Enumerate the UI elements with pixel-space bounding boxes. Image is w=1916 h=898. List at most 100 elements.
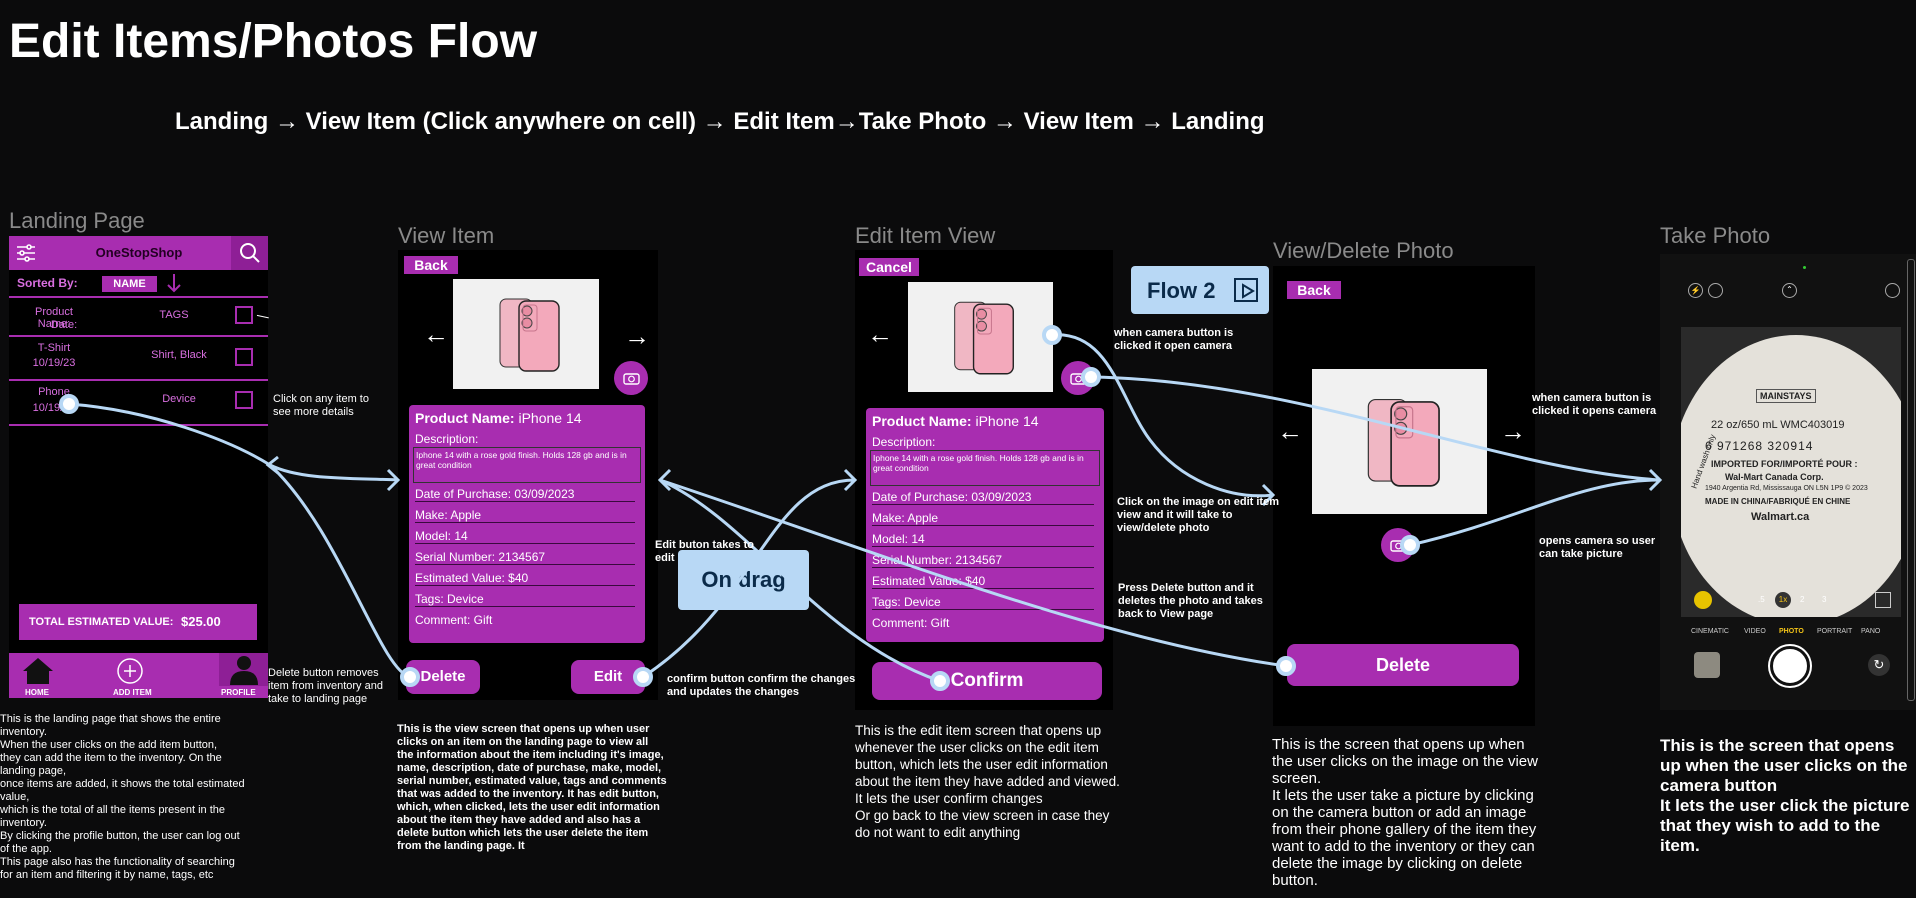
sort-select[interactable]: NAME bbox=[102, 276, 157, 292]
product-name-row[interactable]: Product Name: iPhone 14 bbox=[872, 413, 1039, 429]
landing-description: This is the landing page that shows the … bbox=[0, 713, 245, 881]
flip-camera-icon[interactable]: ↻ bbox=[1868, 654, 1890, 676]
field-make[interactable]: Make: Apple bbox=[415, 508, 635, 523]
field-serial[interactable]: Serial Number: 2134567 bbox=[415, 550, 635, 565]
chevron-up-icon[interactable]: ⌃ bbox=[1782, 283, 1797, 298]
next-photo-arrow-icon[interactable]: → bbox=[624, 321, 650, 351]
edit-button[interactable]: Edit bbox=[571, 660, 645, 694]
sort-arrow-icon[interactable] bbox=[164, 272, 184, 299]
field-date[interactable]: Date of Purchase: 03/09/2023 bbox=[415, 487, 635, 502]
profile-icon[interactable] bbox=[219, 653, 268, 686]
nav-home-label: HOME bbox=[25, 688, 49, 697]
home-icon[interactable] bbox=[21, 656, 55, 691]
description-label: Description: bbox=[415, 432, 479, 446]
filter-icon[interactable] bbox=[15, 242, 37, 264]
field-make[interactable]: Make: Apple bbox=[872, 511, 1094, 526]
annotation-click-image: Click on the image on edit item view and… bbox=[1117, 496, 1279, 534]
landing-header: OneStopShop bbox=[9, 236, 268, 270]
flow-description: Landing → View Item (Click anywhere on c… bbox=[175, 108, 1265, 135]
field-tags[interactable]: Tags: Device bbox=[872, 595, 1094, 610]
mode-video[interactable]: VIDEO bbox=[1744, 628, 1766, 635]
item-edit-card: Product Name: iPhone 14 Description: Iph… bbox=[866, 408, 1104, 642]
item-name: T-Shirt bbox=[37, 342, 71, 354]
item-checkbox[interactable] bbox=[235, 391, 253, 409]
face-mode-icon[interactable] bbox=[1694, 591, 1712, 609]
annotation-camera-opens: when camera button is clicked it opens c… bbox=[1532, 392, 1657, 417]
camera-icon bbox=[1390, 540, 1407, 552]
list-item[interactable]: T-Shirt 10/19/23 Shirt, Black bbox=[9, 339, 268, 377]
app-name: OneStopShop bbox=[95, 245, 183, 260]
annotation-camera-clicked: when camera button is clicked it open ca… bbox=[1114, 327, 1234, 352]
camera-icon bbox=[623, 373, 640, 385]
camera-icon bbox=[1070, 373, 1087, 385]
scan-icon[interactable] bbox=[1875, 592, 1891, 608]
field-model[interactable]: Model: 14 bbox=[415, 529, 635, 544]
sorted-by-label: Sorted By: bbox=[17, 276, 78, 290]
back-button[interactable]: Back bbox=[404, 256, 458, 274]
field-comment[interactable]: Comment: Gift bbox=[415, 613, 493, 627]
settings-icon[interactable] bbox=[1885, 283, 1900, 298]
field-tags[interactable]: Tags: Device bbox=[415, 592, 635, 607]
annotation-opens-camera: opens camera so user can take picture bbox=[1539, 535, 1656, 560]
item-photo[interactable] bbox=[908, 282, 1053, 392]
field-comment[interactable]: Comment: Gift bbox=[872, 616, 950, 630]
item-details-card: Product Name: iPhone 14 Description: Iph… bbox=[409, 405, 645, 643]
zoom-05[interactable]: .5 bbox=[1758, 595, 1765, 604]
zoom-3[interactable]: 3 bbox=[1822, 595, 1827, 604]
gallery-thumbnail[interactable] bbox=[1694, 652, 1720, 678]
mode-photo[interactable]: PHOTO bbox=[1779, 628, 1804, 635]
item-photo[interactable] bbox=[453, 279, 599, 389]
description-field[interactable]: Iphone 14 with a rose gold finish. Holds… bbox=[413, 447, 641, 483]
shutter-button[interactable] bbox=[1770, 646, 1810, 686]
prev-photo-arrow-icon[interactable]: ← bbox=[423, 319, 449, 349]
list-item[interactable]: Phone 10/19/23 Device bbox=[9, 382, 268, 420]
frame-label-edit: Edit Item View bbox=[855, 223, 996, 248]
camera-button[interactable] bbox=[1381, 528, 1415, 562]
select-all-checkbox[interactable] bbox=[235, 306, 253, 324]
prev-photo-arrow-icon[interactable]: ← bbox=[1277, 416, 1303, 446]
flow-2-badge[interactable]: Flow 2 bbox=[1131, 266, 1269, 314]
field-value[interactable]: Estimated Value: $40 bbox=[872, 574, 1094, 589]
divider bbox=[9, 296, 268, 298]
camera-viewfinder[interactable]: MAINSTAYS 22 oz/650 mL WMC403019 6 97126… bbox=[1681, 327, 1901, 617]
item-date: 10/19/23 bbox=[32, 402, 76, 414]
item-checkbox[interactable] bbox=[235, 348, 253, 366]
delete-photo-button[interactable]: Delete bbox=[1287, 644, 1519, 686]
description-field[interactable]: Iphone 14 with a rose gold finish. Holds… bbox=[870, 450, 1100, 486]
mode-cinematic[interactable]: CINEMATIC bbox=[1691, 628, 1729, 635]
flash-icon[interactable]: ⚡ bbox=[1688, 283, 1703, 298]
frame-label-landing: Landing Page bbox=[9, 208, 145, 233]
confirm-button[interactable]: Confirm bbox=[872, 662, 1102, 700]
add-item-icon[interactable] bbox=[116, 657, 144, 690]
item-name: Phone bbox=[38, 386, 70, 398]
bottle-text: MAINSTAYS 22 oz/650 mL WMC403019 6 97126… bbox=[1689, 389, 1868, 523]
description-label: Description: bbox=[872, 435, 936, 449]
annotation-press-delete: Press Delete button and it deletes the p… bbox=[1118, 582, 1263, 620]
phone-image bbox=[1367, 398, 1440, 487]
camera-button[interactable] bbox=[1061, 361, 1095, 395]
mode-pano[interactable]: PANO bbox=[1861, 628, 1881, 635]
mode-portrait[interactable]: PORTRAIT bbox=[1817, 628, 1853, 635]
field-serial[interactable]: Serial Number: 2134567 bbox=[872, 553, 1094, 568]
zoom-2[interactable]: 2 bbox=[1800, 595, 1805, 604]
next-photo-arrow-icon[interactable]: → bbox=[1500, 416, 1526, 446]
divider bbox=[9, 379, 268, 381]
back-button[interactable]: Back bbox=[1287, 281, 1341, 299]
delete-button[interactable]: Delete bbox=[406, 660, 480, 694]
prev-photo-arrow-icon[interactable]: ← bbox=[867, 319, 893, 349]
item-photo[interactable] bbox=[1312, 369, 1487, 514]
view-delete-photo-screen: Back ← → Delete bbox=[1273, 266, 1535, 726]
field-model[interactable]: Model: 14 bbox=[872, 532, 1094, 547]
live-photo-icon[interactable] bbox=[1708, 283, 1723, 298]
zoom-1x[interactable]: 1x bbox=[1775, 592, 1791, 608]
field-value[interactable]: Estimated Value: $40 bbox=[415, 571, 635, 586]
cancel-button[interactable]: Cancel bbox=[859, 258, 919, 276]
column-header-date: Date: bbox=[50, 319, 78, 331]
annotation-click-item: Click on any item to see more details bbox=[273, 393, 369, 418]
scrollbar[interactable] bbox=[1907, 259, 1915, 701]
take-description: This is the screen that opens up when th… bbox=[1660, 736, 1910, 855]
field-date[interactable]: Date of Purchase: 03/09/2023 bbox=[872, 490, 1094, 505]
column-header-tags: TAGS bbox=[159, 309, 189, 321]
search-button[interactable] bbox=[231, 236, 268, 270]
camera-button[interactable] bbox=[614, 361, 648, 395]
